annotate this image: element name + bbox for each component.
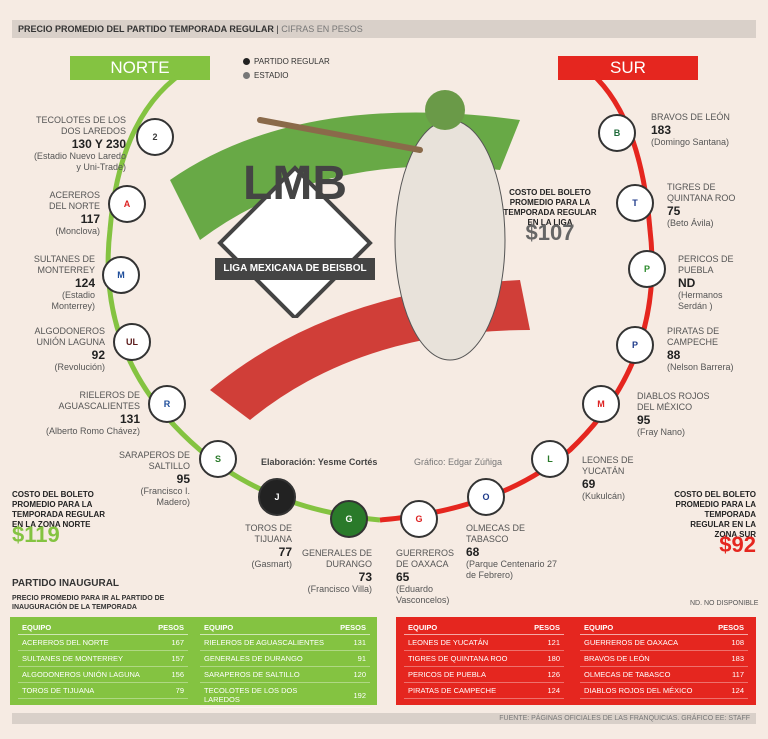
lmb-logo: LMB LIGA MEXICANA DE BEISBOL: [210, 148, 380, 321]
rieleros-logo-icon: R: [148, 385, 186, 423]
saraperos-logo-icon: S: [199, 440, 237, 478]
credit-grafico: Gráfico: Edgar Zúñiga: [414, 457, 503, 467]
pericos-logo-icon: P: [628, 250, 666, 288]
algodoneros-logo-icon: UL: [113, 323, 151, 361]
header-bar: PRECIO PROMEDIO DEL PARTIDO TEMPORADA RE…: [12, 20, 756, 38]
guerreros-logo-icon: G: [400, 500, 438, 538]
bat-icon: [257, 117, 423, 153]
generales-logo-icon: G: [330, 500, 368, 538]
credit-elaboracion: Elaboración: Yesme Cortés: [261, 457, 378, 467]
nd-note: ND. NO DISPONIBLE: [690, 600, 759, 607]
lmb-subtitle: LIGA MEXICANA DE BEISBOL: [223, 263, 367, 274]
sur-cost: COSTO DEL BOLETO PROMEDIO PARA LA TEMPOR…: [674, 490, 756, 557]
bravos-logo-icon: B: [598, 114, 636, 152]
sultanes-logo-icon: M: [102, 256, 140, 294]
player-figure: [394, 119, 506, 361]
olmecas-logo-icon: O: [467, 478, 505, 516]
legend-dot-icon: [243, 72, 250, 80]
background-art: [105, 65, 655, 523]
acereros-logo-icon: A: [108, 185, 146, 223]
diablos-logo-icon: M: [582, 385, 620, 423]
tigres-logo-icon: T: [616, 184, 654, 222]
piratas-logo-icon: P: [616, 326, 654, 364]
footer-source: FUENTE: PÁGINAS OFICIALES DE LAS FRANQUI…: [12, 713, 756, 724]
legend-regular: PARTIDO REGULAR: [243, 57, 330, 66]
tecolotes-logo-icon: 2: [136, 118, 174, 156]
lmb-title: LMB: [243, 157, 347, 210]
inaugural-title: PARTIDO INAUGURAL: [12, 578, 120, 589]
league-cost: COSTO DEL BOLETO PROMEDIO PARA LA TEMPOR…: [503, 188, 597, 245]
legend-dot-icon: [243, 58, 250, 66]
header-subtitle: CIFRAS EN PESOS: [281, 24, 363, 34]
inaugural-subtitle: PRECIO PROMEDIO PARA IR AL PARTIDO DE IN…: [12, 595, 165, 611]
legend-stadium: ESTADIO: [243, 71, 289, 80]
toros-logo-icon: J: [258, 478, 296, 516]
header-title: PRECIO PROMEDIO DEL PARTIDO TEMPORADA RE…: [18, 24, 274, 34]
player-helmet: [425, 90, 465, 130]
leones-logo-icon: L: [531, 440, 569, 478]
norte-cost: COSTO DEL BOLETO PROMEDIO PARA LA TEMPOR…: [12, 490, 106, 547]
